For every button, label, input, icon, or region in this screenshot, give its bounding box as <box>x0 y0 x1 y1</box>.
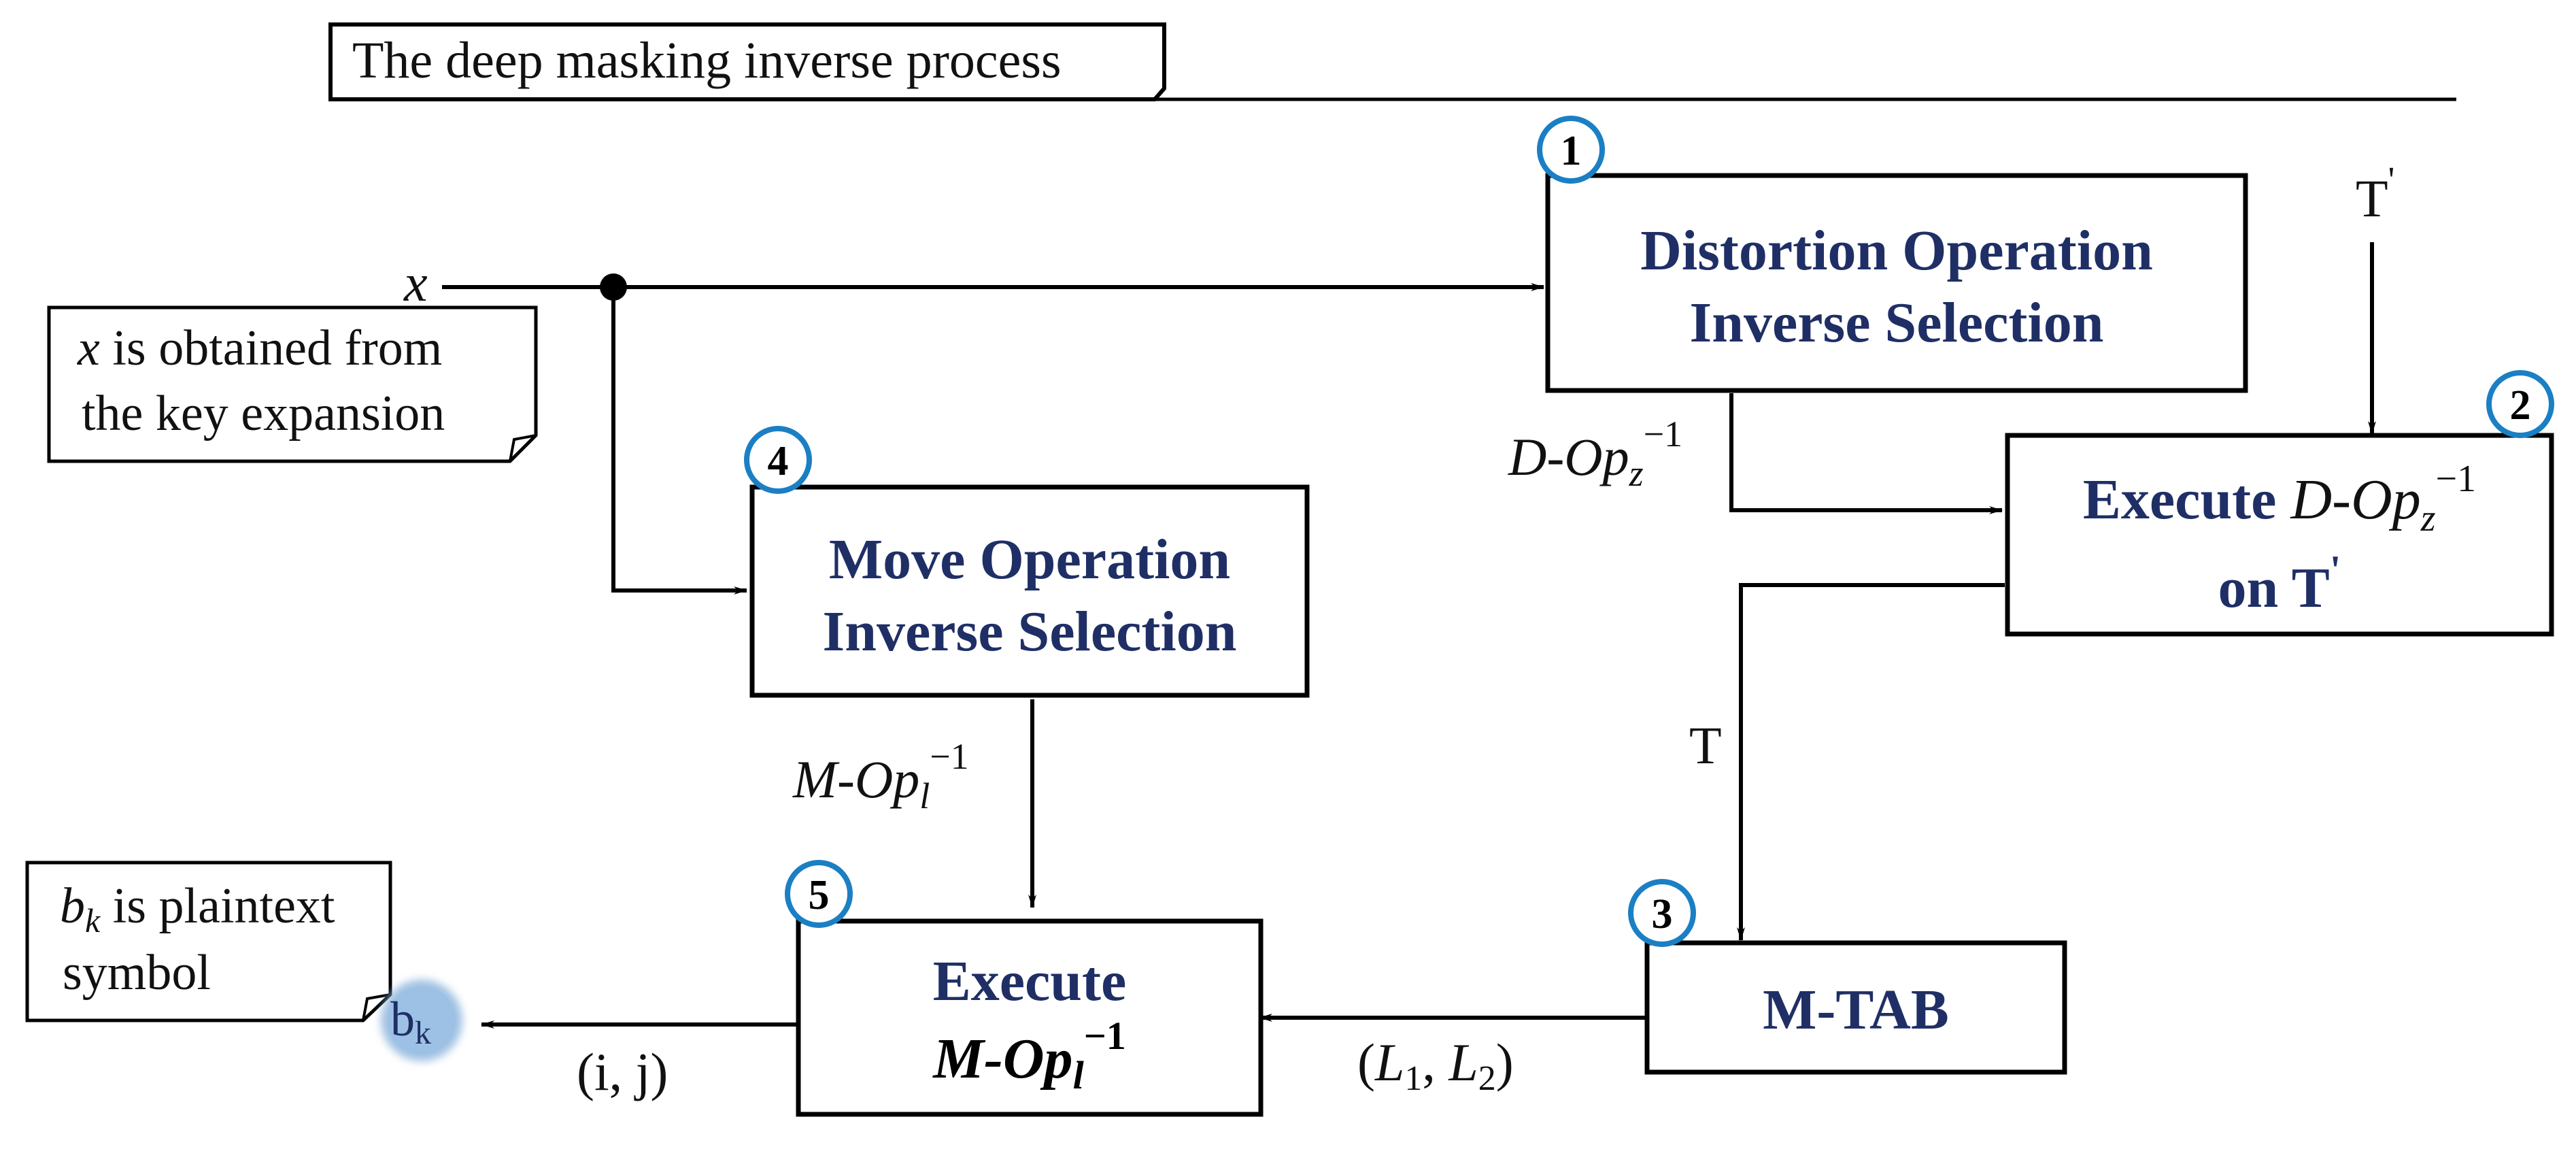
box-execute-d-op: Execute D-Opz−1 on T' <box>2005 433 2554 637</box>
edge-label-d-op: D-Opz−1 <box>1508 414 1682 494</box>
box1-line2: Inverse Selection <box>1690 291 2104 354</box>
box-execute-m-op: Execute M-Opl−1 <box>796 918 1264 1117</box>
edge-label-l-pair: (L1, L2) <box>1357 1033 1514 1098</box>
svg-text:5: 5 <box>809 872 830 918</box>
box5-line1: Execute <box>933 950 1127 1013</box>
step-circle-2: 2 <box>2486 370 2554 438</box>
step-circle-1: 1 <box>1537 116 1605 184</box>
step-circles: 1 2 3 4 5 <box>744 116 2554 947</box>
header-tab: The deep masking inverse process <box>328 22 2456 101</box>
box4-line1: Move Operation <box>829 528 1230 591</box>
box5-line2: M-Opl−1 <box>932 1014 1126 1097</box>
svg-text:3: 3 <box>1652 891 1673 937</box>
connectors <box>442 242 2376 1029</box>
note-key-line2: the key expansion <box>82 386 445 442</box>
step-circle-3: 3 <box>1628 879 1696 947</box>
edge-label-t: T <box>1689 716 1722 775</box>
note-key-line1: x is obtained from <box>77 320 442 376</box>
step-circle-5: 5 <box>785 860 853 928</box>
input-x-label: x <box>403 253 428 312</box>
svg-text:1: 1 <box>1561 128 1582 174</box>
box4-line2: Inverse Selection <box>823 600 1237 663</box>
edge-box1-to-box2 <box>1729 393 2003 514</box>
note-plain-line1: bk is plaintext <box>60 878 335 939</box>
box1-line1: Distortion Operation <box>1640 219 2153 282</box>
edge-label-m-op: M-Opl−1 <box>792 736 969 816</box>
note-key-expansion: x is obtained from the key expansion <box>47 305 538 463</box>
edge-junction-to-box4 <box>611 287 747 595</box>
box2-line2: on T' <box>2218 548 2341 620</box>
edge-box2-to-box3 <box>1737 583 2005 941</box>
box-distortion-inverse-selection: Distortion Operation Inverse Selection <box>1545 173 2248 393</box>
box2-line1: Execute D-Opz−1 <box>2083 458 2476 539</box>
box-move-inverse-selection: Move Operation Inverse Selection <box>749 484 1310 698</box>
box-m-tab: M-TAB <box>1644 940 2067 1075</box>
note-plain-line2: symbol <box>63 945 211 1001</box>
step-circle-4: 4 <box>744 426 812 494</box>
box3-label: M-TAB <box>1763 978 1949 1042</box>
output-label: bk <box>390 992 431 1051</box>
edge-label-ij: (i, j) <box>577 1042 668 1101</box>
edge-label-t-prime: T' <box>2356 159 2394 228</box>
svg-text:2: 2 <box>2510 382 2531 429</box>
header-title: The deep masking inverse process <box>352 32 1062 89</box>
svg-text:4: 4 <box>768 438 789 484</box>
note-plaintext: bk is plaintext symbol <box>25 861 392 1022</box>
output-node-bk: bk <box>381 980 462 1061</box>
